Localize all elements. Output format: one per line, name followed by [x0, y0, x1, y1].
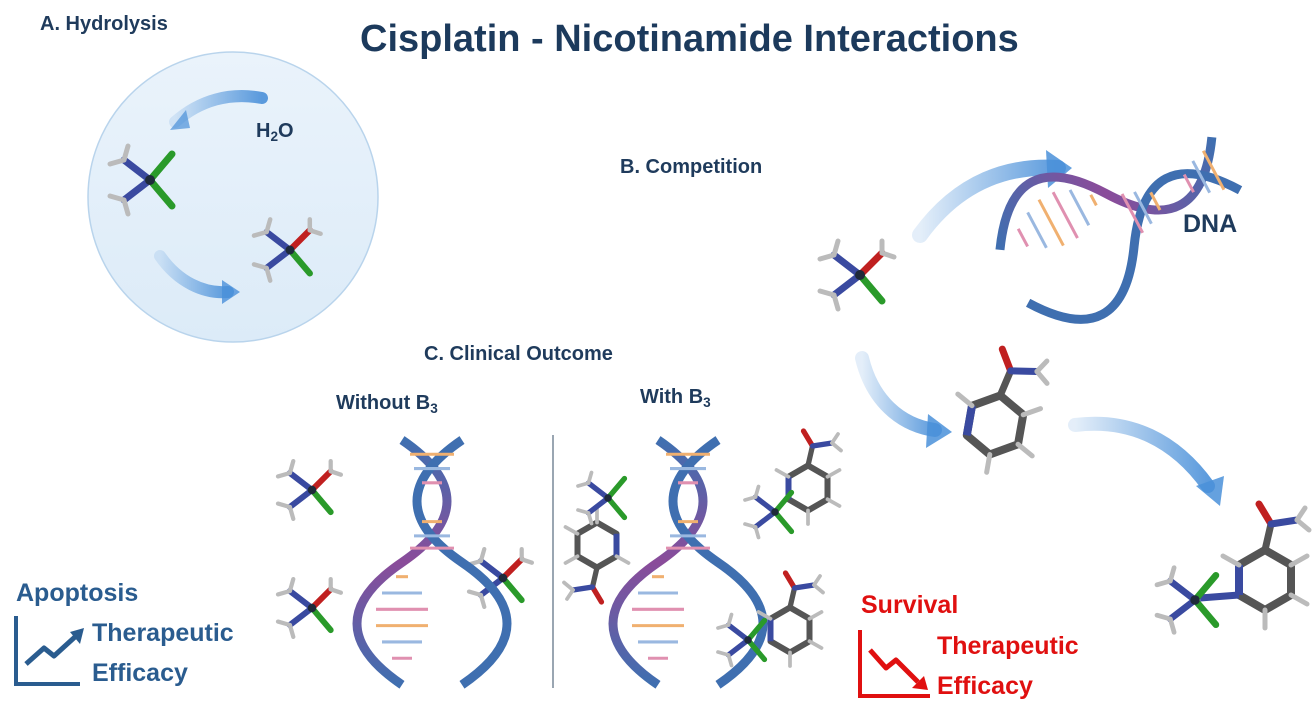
platinum-nicotinamide-adduct [1157, 504, 1309, 632]
nicotinamide-molecule [945, 343, 1051, 480]
arrow-to-nicotinamide [855, 351, 942, 437]
arrow-to-adduct [1068, 416, 1215, 493]
hydrolysis-arrow-bottom [154, 250, 234, 299]
trend-down-icon [858, 630, 930, 698]
survival-label: Survival [861, 591, 959, 619]
adduct-c-1 [564, 473, 629, 603]
panel-a-label: A. Hydrolysis [40, 13, 168, 35]
water-formula: H2O [256, 120, 294, 145]
apoptosis-label: Apoptosis [16, 579, 139, 607]
arrow-to-dna [912, 159, 1066, 243]
panel-b-label: B. Competition [620, 156, 763, 178]
right-efficacy-label: Efficacy [937, 672, 1033, 700]
trend-up-icon [14, 616, 84, 686]
cisplatin-left-1 [278, 461, 341, 519]
cisplatin-left-2 [278, 579, 341, 637]
aquated-cisplatin-b [820, 241, 894, 309]
left-therapeutic-label: Therapeutic [92, 619, 234, 647]
right-therapeutic-label: Therapeutic [937, 632, 1079, 660]
diagram-title: Cisplatin - Nicotinamide Interactions [360, 18, 1019, 60]
panel-c-label: C. Clinical Outcome [424, 343, 613, 365]
left-efficacy-label: Efficacy [92, 659, 188, 687]
adduct-c-2 [745, 431, 841, 538]
adduct-c-3 [718, 573, 823, 666]
dna-label: DNA [1183, 210, 1238, 238]
without-b3-label: Without B3 [336, 392, 438, 417]
with-b3-label: With B3 [640, 386, 711, 411]
